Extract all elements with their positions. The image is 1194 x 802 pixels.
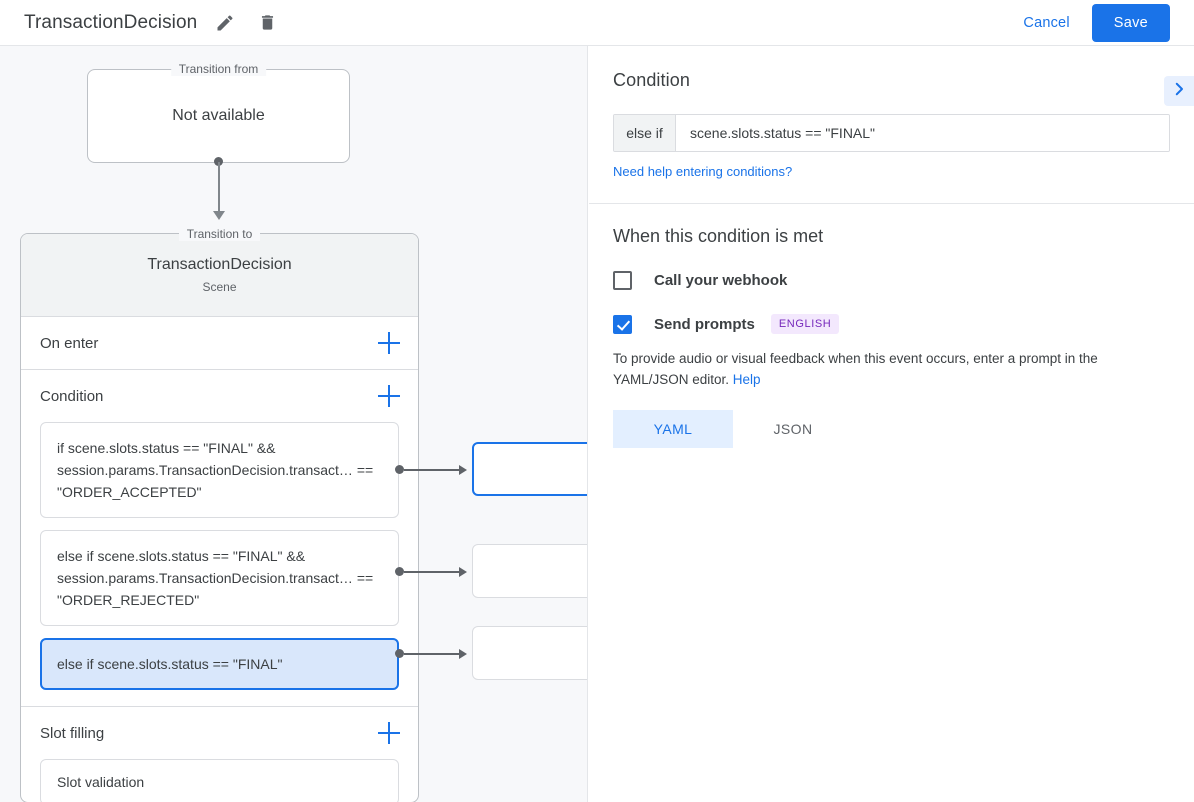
- condition-item-2[interactable]: else if scene.slots.status == "FINAL" &&…: [40, 530, 399, 626]
- tab-json[interactable]: JSON: [773, 421, 813, 437]
- section-title-slot-filling: Slot filling: [40, 724, 105, 742]
- condition-details-panel: Condition else if Need help entering con…: [589, 46, 1194, 802]
- add-condition-button[interactable]: [378, 385, 400, 407]
- section-condition: Condition if scene.slots.status == "FINA…: [21, 370, 418, 707]
- when-condition-met-title: When this condition is met: [613, 226, 824, 246]
- connector-line: [218, 162, 220, 214]
- add-slot-filling-button[interactable]: [378, 722, 400, 744]
- condition-item-3[interactable]: else if scene.slots.status == "FINAL": [40, 638, 399, 690]
- send-prompts-checkbox[interactable]: [613, 314, 632, 334]
- scene-header: TransactionDecision Scene: [21, 234, 418, 317]
- condition-2-out-dot: [395, 567, 404, 576]
- scene-graph-canvas[interactable]: Transition from Not available Transition…: [0, 46, 588, 802]
- condition-help-link[interactable]: Need help entering conditions?: [613, 164, 793, 179]
- transition-from-box[interactable]: Transition from Not available: [87, 62, 350, 163]
- section-title-on-enter: On enter: [40, 334, 99, 352]
- scene-card[interactable]: TransactionDecision Scene On enter Condi…: [20, 233, 419, 802]
- condition-2-arrow: [459, 567, 467, 577]
- prompts-description-text: To provide audio or visual feedback when…: [613, 351, 1098, 387]
- condition-input-row[interactable]: else if: [613, 114, 1170, 152]
- prompts-help-link[interactable]: Help: [732, 372, 761, 387]
- tab-yaml[interactable]: YAML: [613, 410, 733, 448]
- condition-1-out-dot: [395, 465, 404, 474]
- collapse-panel-button[interactable]: [1164, 76, 1194, 106]
- scene-name: TransactionDecision: [147, 256, 292, 273]
- editor-format-tabs: YAML JSON: [613, 410, 1170, 448]
- delete-button[interactable]: [253, 9, 281, 37]
- scene-type: Scene: [202, 280, 237, 294]
- call-webhook-label: Call your webhook: [654, 272, 788, 289]
- language-badge: ENGLISH: [770, 314, 840, 334]
- condition-1-arrow: [459, 465, 467, 475]
- condition-3-arrow: [459, 649, 467, 659]
- section-title-condition: Condition: [40, 387, 104, 405]
- target-node-2[interactable]: [472, 544, 587, 598]
- condition-expression-input[interactable]: [676, 115, 1169, 151]
- panel-title: Condition: [613, 70, 690, 90]
- pencil-icon: [215, 13, 235, 33]
- chevron-right-icon: [1170, 80, 1188, 103]
- panel-top-section: Condition else if Need help entering con…: [589, 46, 1194, 204]
- cancel-button[interactable]: Cancel: [1011, 7, 1081, 39]
- webhook-row[interactable]: Call your webhook: [613, 271, 1170, 290]
- target-node-1[interactable]: [472, 442, 587, 496]
- add-on-enter-button[interactable]: [378, 332, 400, 354]
- trash-icon: [258, 13, 277, 32]
- condition-3-out-dot: [395, 649, 404, 658]
- section-on-enter: On enter: [21, 317, 418, 370]
- target-node-3[interactable]: [472, 626, 587, 680]
- section-header-condition: Condition: [21, 370, 418, 422]
- condition-prefix-label: else if: [614, 115, 676, 151]
- condition-list: if scene.slots.status == "FINAL" && sess…: [21, 422, 418, 706]
- panel-body-section: When this condition is met Call your web…: [589, 204, 1194, 448]
- prompts-description: To provide audio or visual feedback when…: [613, 348, 1170, 390]
- slot-validation-item[interactable]: Slot validation: [40, 759, 399, 802]
- condition-1-edge: [404, 469, 461, 471]
- condition-2-edge: [404, 571, 461, 573]
- save-button[interactable]: Save: [1091, 3, 1170, 42]
- top-bar: TransactionDecision Cancel Save: [0, 0, 1194, 46]
- call-webhook-checkbox[interactable]: [613, 271, 632, 290]
- page-title: TransactionDecision: [24, 11, 198, 33]
- transition-from-legend: Transition from: [170, 62, 267, 76]
- send-prompts-row[interactable]: Send prompts ENGLISH: [613, 314, 1170, 334]
- section-header-slot-filling: Slot filling: [21, 707, 418, 759]
- transition-from-value: Not available: [172, 107, 265, 124]
- condition-3-edge: [404, 653, 461, 655]
- connector-arrow: [212, 211, 225, 220]
- section-header-on-enter: On enter: [21, 317, 418, 369]
- section-slot-filling: Slot filling Slot validation: [21, 707, 418, 802]
- edit-name-button[interactable]: [211, 9, 239, 37]
- condition-item-1[interactable]: if scene.slots.status == "FINAL" && sess…: [40, 422, 399, 518]
- send-prompts-label: Send prompts: [654, 315, 755, 333]
- connector-dot: [214, 157, 223, 166]
- slot-filling-list: Slot validation: [21, 759, 418, 802]
